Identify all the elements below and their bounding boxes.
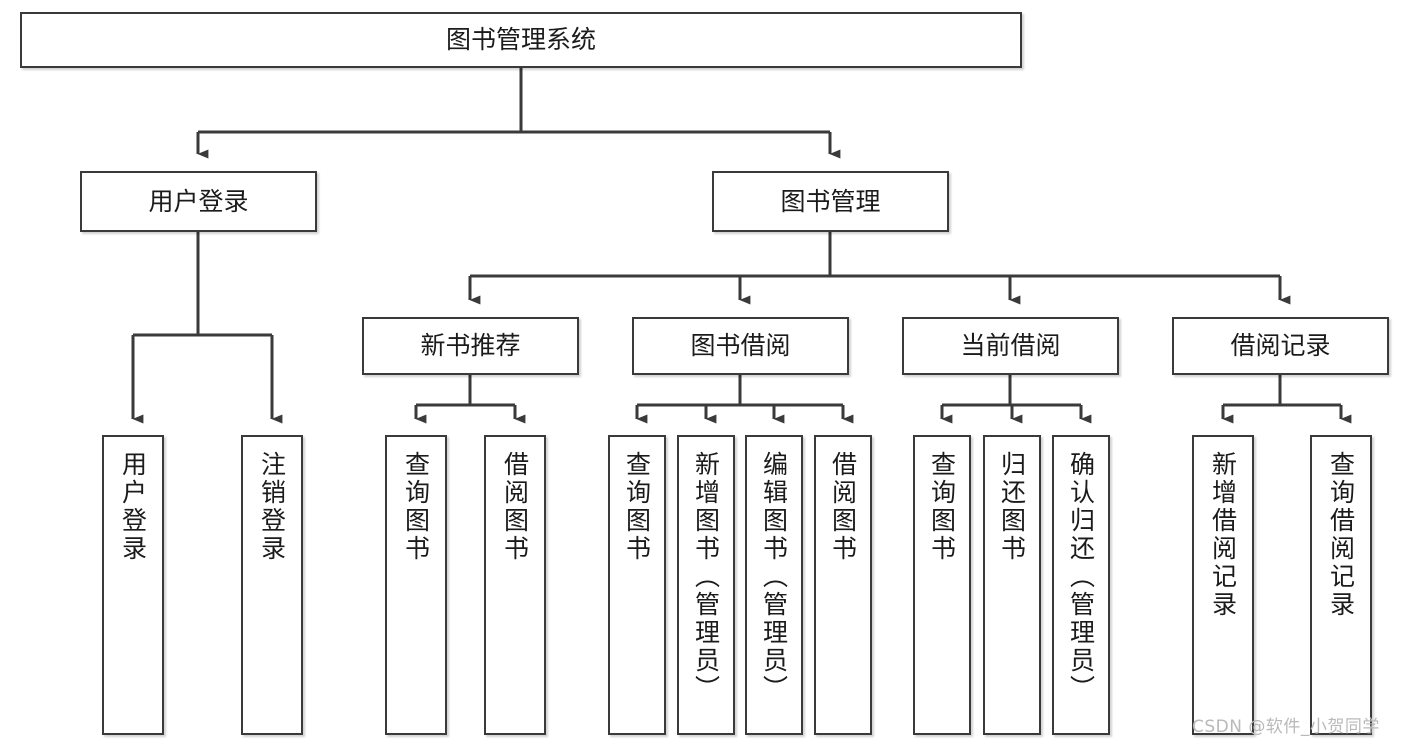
node-borrow-records[interactable]: 借阅记录 bbox=[1172, 317, 1389, 375]
node-root-label: 图书管理系统 bbox=[445, 25, 596, 55]
leaf-edit-book-admin[interactable]: 编辑图书（管理员） bbox=[745, 435, 803, 735]
node-book-management[interactable]: 图书管理 bbox=[712, 171, 949, 232]
leaf-query-book-rec[interactable]: 查询图书 bbox=[385, 435, 447, 735]
leaf-borrow-book-rec[interactable]: 借阅图书 bbox=[484, 435, 546, 735]
node-root[interactable]: 图书管理系统 bbox=[20, 12, 1022, 68]
leaf-return-book-label: 归还图书 bbox=[997, 451, 1027, 563]
leaf-user-login-label: 用户登录 bbox=[118, 451, 148, 563]
node-new-book-recommend-label: 新书推荐 bbox=[420, 331, 521, 361]
leaf-query-book-rec-label: 查询图书 bbox=[401, 451, 431, 563]
leaf-edit-book-admin-label: 编辑图书（管理员） bbox=[759, 451, 789, 703]
leaf-query-borrow-record-label: 查询借阅记录 bbox=[1326, 451, 1356, 619]
leaf-borrow-book[interactable]: 借阅图书 bbox=[814, 435, 872, 735]
leaf-user-login[interactable]: 用户登录 bbox=[102, 435, 164, 735]
leaf-confirm-return-admin-label: 确认归还（管理员） bbox=[1066, 451, 1096, 703]
node-current-borrow-label: 当前借阅 bbox=[960, 331, 1061, 361]
leaf-return-book[interactable]: 归还图书 bbox=[983, 435, 1041, 735]
leaf-query-book-borrow[interactable]: 查询图书 bbox=[608, 435, 666, 735]
leaf-query-borrow-record[interactable]: 查询借阅记录 bbox=[1310, 435, 1372, 735]
leaf-user-logout[interactable]: 注销登录 bbox=[241, 435, 303, 735]
leaf-add-borrow-record[interactable]: 新增借阅记录 bbox=[1192, 435, 1254, 735]
leaf-borrow-book-label: 借阅图书 bbox=[828, 451, 858, 563]
node-book-borrow[interactable]: 图书借阅 bbox=[632, 317, 849, 375]
leaf-query-book-borrow-label: 查询图书 bbox=[622, 451, 652, 563]
node-borrow-records-label: 借阅记录 bbox=[1230, 331, 1331, 361]
node-book-management-label: 图书管理 bbox=[780, 186, 881, 216]
node-user-login[interactable]: 用户登录 bbox=[80, 171, 317, 232]
node-book-borrow-label: 图书借阅 bbox=[690, 331, 791, 361]
leaf-add-book-admin-label: 新增图书（管理员） bbox=[691, 451, 721, 703]
leaf-user-logout-label: 注销登录 bbox=[257, 451, 287, 563]
node-user-login-label: 用户登录 bbox=[148, 186, 249, 216]
leaf-add-book-admin[interactable]: 新增图书（管理员） bbox=[677, 435, 735, 735]
watermark: CSDN @软件_小贺同学 bbox=[1192, 717, 1380, 737]
leaf-add-borrow-record-label: 新增借阅记录 bbox=[1208, 451, 1238, 619]
leaf-confirm-return-admin[interactable]: 确认归还（管理员） bbox=[1052, 435, 1110, 735]
leaf-query-book-cur-label: 查询图书 bbox=[927, 451, 957, 563]
node-current-borrow[interactable]: 当前借阅 bbox=[902, 317, 1119, 375]
leaf-query-book-cur[interactable]: 查询图书 bbox=[913, 435, 971, 735]
leaf-borrow-book-rec-label: 借阅图书 bbox=[500, 451, 530, 563]
node-new-book-recommend[interactable]: 新书推荐 bbox=[362, 317, 579, 375]
